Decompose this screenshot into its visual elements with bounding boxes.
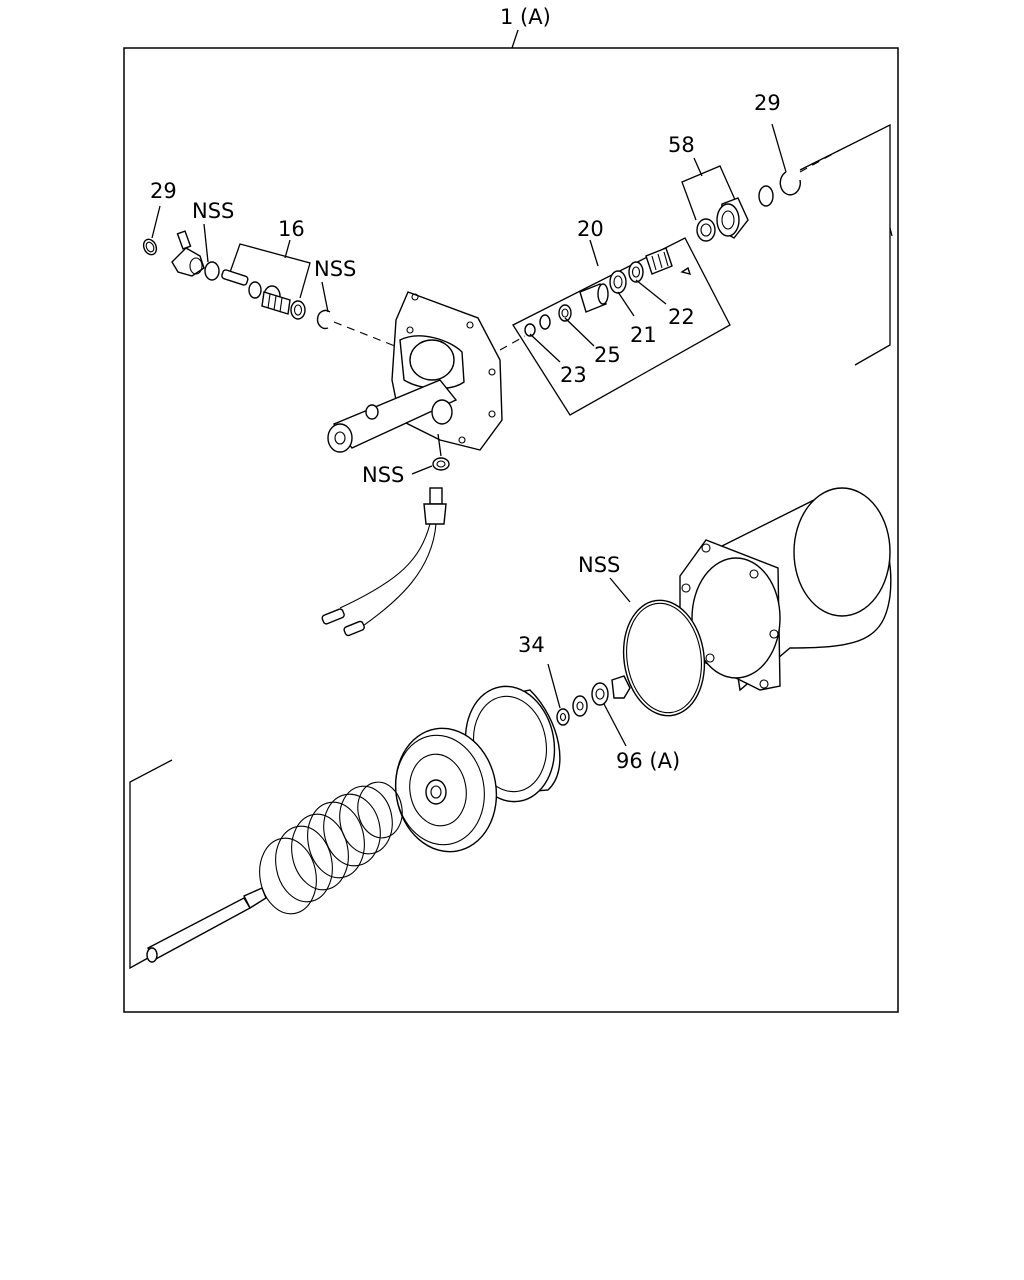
callout-nss-3: NSS — [362, 463, 404, 487]
leader-25 — [564, 317, 595, 347]
valve-body-housing — [327, 291, 503, 453]
callout-25: 25 — [594, 343, 621, 367]
callout-34: 34 — [518, 633, 545, 657]
sensor-unit — [321, 487, 447, 637]
leader-nss-1 — [203, 223, 209, 263]
callout-21: 21 — [630, 323, 657, 347]
large-o-ring-nss — [622, 599, 706, 717]
axis-line-mid — [499, 335, 526, 351]
leader-96a — [603, 703, 627, 747]
washer-middle — [572, 695, 588, 717]
leader-23 — [529, 333, 561, 363]
callout-16: 16 — [278, 217, 305, 241]
piston-cup — [464, 685, 561, 803]
washer-right — [758, 185, 774, 207]
kit-20-bracket — [512, 237, 731, 416]
kit-16-parts — [221, 269, 306, 320]
kit-58-bracket — [681, 157, 737, 221]
callout-20: 20 — [577, 217, 604, 241]
callout-29-left: 29 — [150, 179, 177, 203]
left-bracket — [129, 759, 173, 970]
callout-nss-4: NSS — [578, 553, 620, 577]
snap-ring-nss-2 — [316, 309, 331, 330]
kit-20-parts — [524, 247, 692, 337]
fitting-part — [171, 230, 205, 277]
leader-21 — [617, 291, 635, 317]
leader-29-right — [771, 123, 787, 173]
leader-29-left — [151, 205, 161, 239]
leader-34 — [547, 663, 561, 709]
piston — [394, 727, 498, 853]
snap-ring-29-right — [779, 171, 801, 196]
leader-nss-4 — [609, 577, 631, 603]
snap-ring-29-left — [142, 238, 158, 256]
cylinder-housing — [679, 487, 892, 692]
kit-16-bracket — [227, 239, 311, 299]
sensor-leader — [437, 433, 442, 457]
nut-part — [611, 675, 631, 699]
coil-spring — [259, 781, 403, 915]
right-bracket — [799, 123, 893, 366]
assembly-leader — [511, 29, 519, 49]
leader-nss-2 — [321, 281, 329, 313]
callout-96a: 96 (A) — [616, 749, 680, 773]
sensor-washer-nss — [432, 457, 450, 471]
kit-58-parts — [696, 197, 749, 242]
assembly-label-1a: 1 (A) — [500, 5, 551, 29]
callout-nss-2: NSS — [314, 257, 356, 281]
diagram-frame — [123, 47, 899, 1013]
washer-34 — [556, 708, 570, 726]
callout-nss-1: NSS — [192, 199, 234, 223]
leader-22 — [635, 279, 667, 305]
callout-23: 23 — [560, 363, 587, 387]
washer-96a — [591, 682, 609, 706]
leader-nss-3 — [411, 465, 433, 475]
callout-29-right: 29 — [754, 91, 781, 115]
o-ring-nss-1 — [204, 261, 220, 281]
axis-line-right — [799, 149, 841, 173]
callout-58: 58 — [668, 133, 695, 157]
callout-22: 22 — [668, 305, 695, 329]
axis-line-left — [333, 321, 401, 349]
push-rod — [146, 887, 267, 963]
